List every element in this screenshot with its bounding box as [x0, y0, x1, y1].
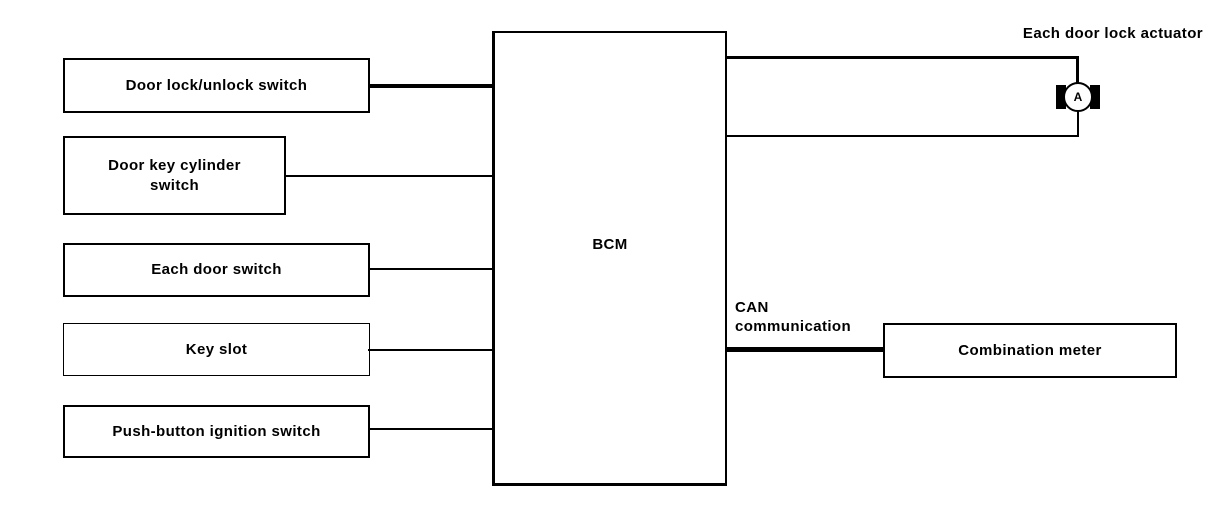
- can-communication-label: CAN communication: [735, 299, 852, 335]
- wire-actuator-top-drop: [1076, 56, 1079, 84]
- node-label: Key slot: [185, 340, 248, 358]
- node-key-slot: Key slot: [63, 323, 370, 376]
- node-label: Door key cylinder switch: [108, 156, 241, 194]
- node-door-lock-unlock-switch: Door lock/unlock switch: [63, 58, 370, 113]
- wire-door-lock-unlock-to-bcm: [368, 84, 494, 88]
- node-label: Combination meter: [958, 341, 1102, 359]
- bcm-label: BCM: [592, 236, 628, 253]
- wire-actuator-bottom-drop: [1077, 110, 1079, 137]
- motor-letter: A: [1073, 90, 1083, 104]
- node-door-key-cylinder-switch: Door key cylinder switch: [63, 136, 286, 215]
- node-bcm: BCM: [492, 31, 727, 486]
- node-label: Push-button ignition switch: [112, 422, 321, 440]
- node-label: Door lock/unlock switch: [125, 76, 308, 94]
- wire-each-door-switch-to-bcm: [368, 268, 494, 270]
- motor-symbol-icon: A: [1063, 82, 1093, 112]
- wire-actuator-return-to-bcm: [725, 135, 1079, 137]
- node-label: Each door switch: [151, 261, 282, 278]
- wire-can-bcm-to-meter: [725, 346, 885, 352]
- wire-door-key-cylinder-to-bcm: [284, 175, 494, 177]
- wire-key-slot-to-bcm: [368, 349, 494, 351]
- node-each-door-switch: Each door switch: [63, 243, 370, 297]
- wire-bcm-to-actuator-top: [725, 56, 1079, 59]
- motor-brush-pad-left: [1056, 85, 1066, 109]
- motor-brush-pad-right: [1090, 85, 1100, 109]
- actuator-label: Each door lock actuator: [1022, 25, 1203, 42]
- node-push-button-ignition-switch: Push-button ignition switch: [63, 405, 370, 458]
- wire-push-button-to-bcm: [368, 427, 494, 430]
- node-combination-meter: Combination meter: [883, 323, 1177, 378]
